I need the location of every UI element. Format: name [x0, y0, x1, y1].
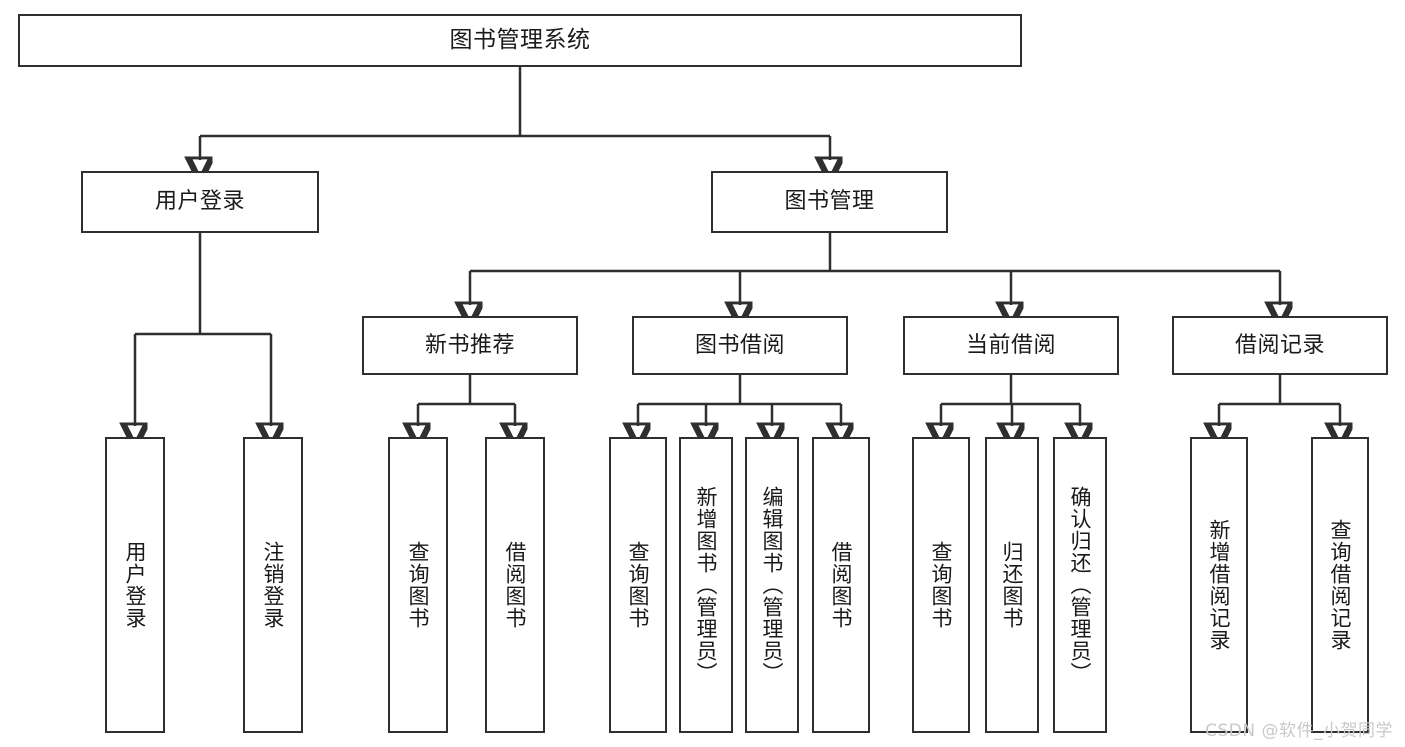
- node-book-manage[interactable]: 图书管理: [711, 171, 948, 233]
- node-leaf-query-book-3[interactable]: 查询图书: [912, 437, 970, 733]
- node-leaf-edit-book-label: 编辑图书（管理员）: [760, 486, 785, 684]
- node-leaf-user-login-label: 用户登录: [123, 541, 148, 629]
- node-leaf-query-borrow-record[interactable]: 查询借阅记录: [1311, 437, 1369, 733]
- node-leaf-return-book[interactable]: 归还图书: [985, 437, 1039, 733]
- node-leaf-borrow-book-2-label: 借阅图书: [829, 541, 854, 629]
- node-leaf-borrow-book-2[interactable]: 借阅图书: [812, 437, 870, 733]
- node-leaf-add-book[interactable]: 新增图书（管理员）: [679, 437, 733, 733]
- node-current-borrow[interactable]: 当前借阅: [903, 316, 1119, 375]
- node-book-manage-label: 图书管理: [784, 189, 875, 215]
- node-leaf-query-book-2-label: 查询图书: [626, 541, 651, 629]
- node-root[interactable]: 图书管理系统: [18, 14, 1022, 67]
- node-leaf-add-book-label: 新增图书（管理员）: [694, 486, 719, 684]
- node-current-borrow-label: 当前借阅: [965, 332, 1056, 358]
- node-leaf-borrow-book-1[interactable]: 借阅图书: [485, 437, 545, 733]
- node-leaf-query-book-3-label: 查询图书: [929, 541, 954, 629]
- node-leaf-query-borrow-record-label: 查询借阅记录: [1328, 519, 1353, 651]
- node-leaf-user-logout[interactable]: 注销登录: [243, 437, 303, 733]
- node-borrow-record-label: 借阅记录: [1234, 332, 1325, 358]
- node-leaf-confirm-return-label: 确认归还（管理员）: [1068, 486, 1093, 684]
- node-leaf-user-logout-label: 注销登录: [261, 541, 286, 629]
- node-user-login-label: 用户登录: [154, 189, 245, 215]
- node-leaf-edit-book[interactable]: 编辑图书（管理员）: [745, 437, 799, 733]
- node-new-book-recommend[interactable]: 新书推荐: [362, 316, 578, 375]
- node-leaf-add-borrow-record[interactable]: 新增借阅记录: [1190, 437, 1248, 733]
- node-leaf-query-book-1[interactable]: 查询图书: [388, 437, 448, 733]
- node-leaf-confirm-return[interactable]: 确认归还（管理员）: [1053, 437, 1107, 733]
- node-leaf-query-book-1-label: 查询图书: [406, 541, 431, 629]
- watermark-text: CSDN @软件_小贺同学: [1205, 721, 1393, 741]
- node-book-borrow[interactable]: 图书借阅: [632, 316, 848, 375]
- node-new-book-recommend-label: 新书推荐: [424, 332, 515, 358]
- node-leaf-query-book-2[interactable]: 查询图书: [609, 437, 667, 733]
- node-borrow-record[interactable]: 借阅记录: [1172, 316, 1388, 375]
- node-book-borrow-label: 图书借阅: [694, 332, 785, 358]
- node-leaf-add-borrow-record-label: 新增借阅记录: [1207, 519, 1232, 651]
- node-leaf-return-book-label: 归还图书: [1000, 541, 1025, 629]
- node-leaf-user-login[interactable]: 用户登录: [105, 437, 165, 733]
- node-root-label: 图书管理系统: [449, 26, 591, 53]
- node-leaf-borrow-book-1-label: 借阅图书: [503, 541, 528, 629]
- node-user-login[interactable]: 用户登录: [81, 171, 319, 233]
